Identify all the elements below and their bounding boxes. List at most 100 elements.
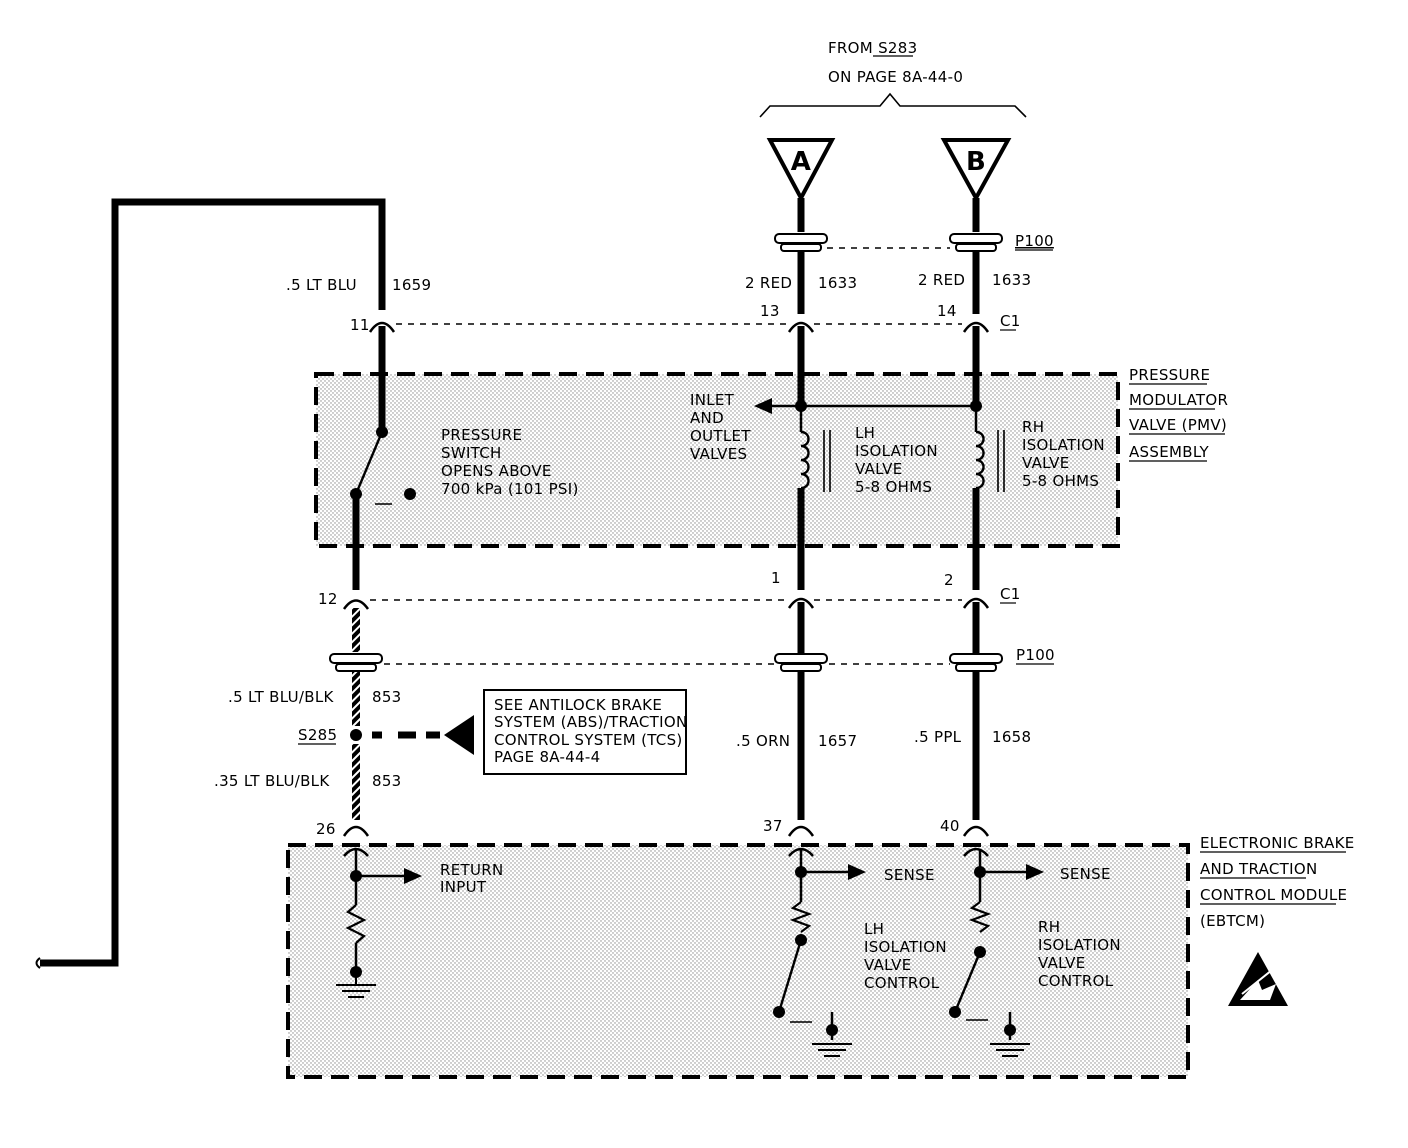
svg-text:ISOLATION: ISOLATION [864, 938, 947, 956]
pin-26: 26 [316, 820, 336, 838]
return-input-arrow [404, 868, 422, 884]
circuit-left-mid: 853 [372, 688, 402, 706]
svg-text:VALVE: VALVE [1022, 454, 1070, 472]
lh-isolation-coil [800, 430, 810, 490]
svg-text:PRESSURE: PRESSURE [1129, 366, 1210, 384]
ground-symbol-left [336, 972, 376, 998]
svg-text:SEE ANTILOCK BRAKE: SEE ANTILOCK BRAKE [494, 696, 662, 714]
pin-37: 37 [763, 817, 783, 835]
ebtcm-box [286, 843, 1190, 1079]
lh-control-resistor [789, 901, 813, 933]
connector-pin-11 [368, 321, 396, 333]
svg-text:VALVE (PMV): VALVE (PMV) [1129, 416, 1227, 434]
circuit-a: 1633 [818, 274, 857, 292]
left-loop-wire [40, 198, 386, 967]
return-resistor [345, 904, 367, 944]
wire-gauge-left-low: .35 LT BLU/BLK [214, 772, 330, 790]
svg-text:MODULATOR: MODULATOR [1129, 391, 1228, 409]
svg-text:CONTROL SYSTEM (TCS): CONTROL SYSTEM (TCS) [494, 731, 683, 749]
sense-label-right: SENSE [1060, 865, 1111, 883]
wire-gauge-orn: .5 ORN [736, 732, 790, 750]
abs-tcs-reference-box [483, 689, 687, 775]
twisted-wire-mid [352, 672, 360, 726]
svg-text:VALVE: VALVE [855, 460, 903, 478]
rh-control-label: RH ISOLATION VALVE CONTROL [1038, 918, 1121, 990]
circuit-left-top: 1659 [392, 276, 431, 294]
circuit-ppl: 1658 [992, 728, 1031, 746]
connector-a-label: A [791, 147, 811, 177]
sense-label-left: SENSE [884, 866, 935, 884]
svg-text:VALVE: VALVE [1038, 954, 1086, 972]
connector-pin-14 [962, 321, 990, 333]
svg-text:VALVE: VALVE [864, 956, 912, 974]
svg-text:OUTLET: OUTLET [690, 427, 751, 445]
circuit-orn: 1657 [818, 732, 857, 750]
c1-label-top: C1 [1000, 312, 1021, 330]
p100-connector-left [329, 653, 383, 672]
svg-text:VALVES: VALVES [690, 445, 747, 463]
pin-2: 2 [944, 571, 954, 589]
svg-text:SYSTEM (ABS)/TRACTION: SYSTEM (ABS)/TRACTION [494, 713, 688, 731]
connector-pin-12 [342, 599, 370, 610]
esd-warning-icon [1228, 952, 1288, 1006]
svg-text:(EBTCM): (EBTCM) [1200, 912, 1265, 930]
rh-control-switch [953, 951, 982, 1013]
svg-text:CONTROL: CONTROL [864, 974, 940, 992]
p100-connector-b-top [949, 233, 1003, 252]
sense-arrow-right [1026, 864, 1044, 880]
p100-label-bottom: P100 [1016, 646, 1055, 664]
circuit-b: 1633 [992, 271, 1031, 289]
from-s283-label: FROM S283 [828, 39, 917, 57]
svg-text:RETURN: RETURN [440, 861, 504, 879]
switch-contact-open [404, 488, 416, 500]
pin-40: 40 [940, 817, 960, 835]
svg-text:ISOLATION: ISOLATION [1038, 936, 1121, 954]
wire-gauge-ppl: .5 PPL [914, 728, 962, 746]
svg-text:LH: LH [864, 920, 884, 938]
ground-symbol-rh [990, 1043, 1030, 1057]
pressure-switch-label: PRESSURE SWITCH OPENS ABOVE 700 kPa (101… [441, 426, 579, 498]
ground-symbol-lh [812, 1043, 852, 1057]
p100-connector-a-bottom [774, 653, 828, 672]
connector-pin-26 [342, 825, 370, 837]
sense-arrow-left [848, 864, 866, 880]
wire-gauge-a: 2 RED [745, 274, 792, 292]
lh-control-switch [777, 939, 803, 1013]
svg-text:RH: RH [1022, 418, 1044, 436]
svg-text:INLET: INLET [690, 391, 735, 409]
svg-text:5-8 OHMS: 5-8 OHMS [1022, 472, 1099, 490]
pin-14: 14 [937, 302, 957, 320]
svg-text:SWITCH: SWITCH [441, 444, 502, 462]
splice-s285-label: S285 [298, 726, 337, 744]
p100-label-top: P100 [1015, 232, 1054, 250]
return-input-label: RETURN INPUT [440, 861, 504, 896]
svg-text:AND: AND [690, 409, 724, 427]
abs-tcs-reference-text: SEE ANTILOCK BRAKE SYSTEM (ABS)/TRACTION… [494, 696, 688, 766]
circuit-left-low: 853 [372, 772, 402, 790]
connector-b-triangle [940, 138, 1012, 203]
svg-text:PRESSURE: PRESSURE [441, 426, 522, 444]
svg-text:700 kPa (101 PSI): 700 kPa (101 PSI) [441, 480, 579, 498]
twisted-wire-upper [352, 608, 360, 652]
p100-connector-b-bottom [949, 653, 1003, 672]
connector-pin-1 [787, 597, 815, 609]
svg-text:ISOLATION: ISOLATION [1022, 436, 1105, 454]
connector-pin-40 [962, 825, 990, 837]
rh-isolation-coil [975, 430, 985, 490]
rh-isolation-valve-label: RH ISOLATION VALVE 5-8 OHMS [1022, 418, 1105, 490]
svg-text:OPENS ABOVE: OPENS ABOVE [441, 462, 552, 480]
connector-pin-13 [787, 321, 815, 333]
svg-text:INPUT: INPUT [440, 878, 487, 896]
wire-gauge-left-top: .5 LT BLU [286, 276, 357, 294]
ebtcm-title: ELECTRONIC BRAKE AND TRACTION CONTROL MO… [1200, 834, 1355, 930]
twisted-wire-lower [352, 744, 360, 820]
c1-label-bottom: C1 [1000, 585, 1021, 603]
p100-connector-a-top [774, 233, 828, 252]
connector-a-triangle [766, 138, 836, 203]
svg-text:ELECTRONIC BRAKE: ELECTRONIC BRAKE [1200, 834, 1355, 852]
lh-control-label: LH ISOLATION VALVE CONTROL [864, 920, 947, 992]
lh-isolation-valve-label: LH ISOLATION VALVE 5-8 OHMS [855, 424, 938, 496]
svg-text:5-8 OHMS: 5-8 OHMS [855, 478, 932, 496]
wire-gauge-left-mid: .5 LT BLU/BLK [228, 688, 334, 706]
